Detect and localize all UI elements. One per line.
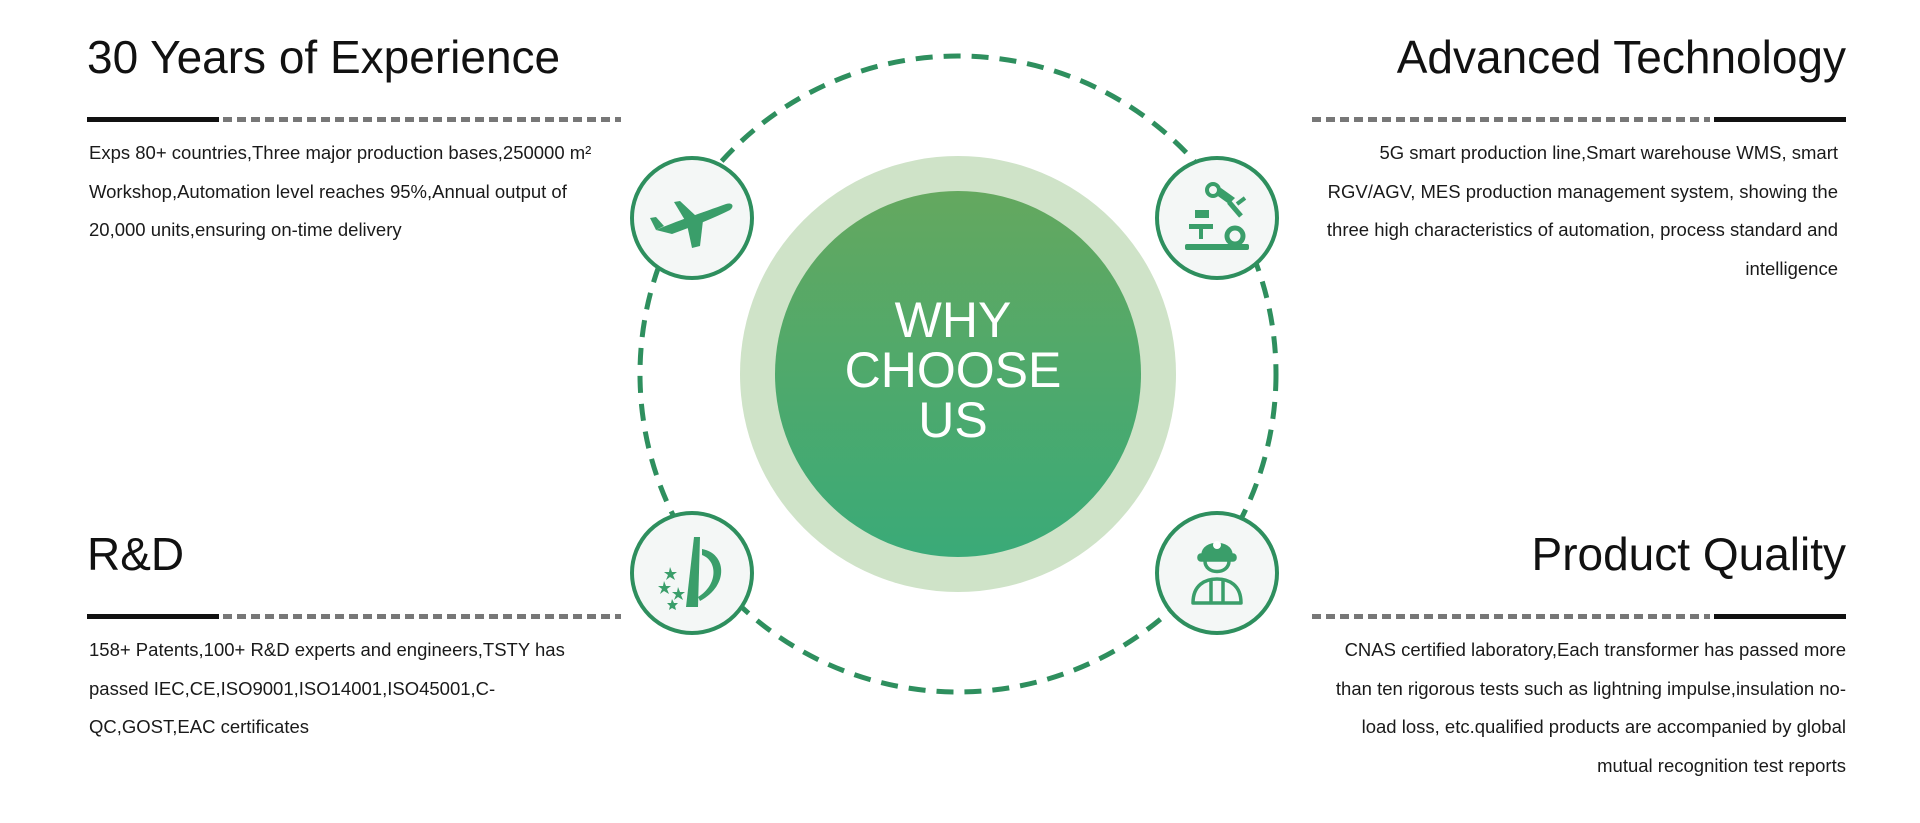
center-disc <box>775 191 1141 557</box>
experience-divider <box>87 117 621 122</box>
why-choose-us-heading: WHY CHOOSE US <box>808 295 1098 445</box>
rd-text: 158+ Patents,100+ R&D experts and engine… <box>89 639 565 737</box>
star-logo-badge <box>630 511 754 635</box>
why-line-2: CHOOSE <box>844 342 1062 398</box>
quality-divider <box>1312 614 1846 619</box>
star-logo-icon <box>658 537 722 610</box>
quality-section: Product Quality CNAS certified laborator… <box>1312 528 1846 785</box>
technology-title: Advanced Technology <box>1396 31 1846 83</box>
technology-divider <box>1312 117 1846 122</box>
rd-section: R&D 158+ Patents,100+ R&D experts and en… <box>87 528 621 747</box>
airplane-icon <box>650 201 733 248</box>
experience-title: 30 Years of Experience <box>87 31 561 83</box>
quality-title: Product Quality <box>1531 528 1846 580</box>
worker-icon <box>1191 541 1243 605</box>
dashed-orbit <box>637 53 1279 695</box>
why-line-1: WHY <box>894 292 1012 348</box>
worker-badge <box>1155 511 1279 635</box>
experience-section: 30 Years of Experience Exps 80+ countrie… <box>87 31 621 250</box>
robot-arm-badge <box>1155 156 1279 280</box>
airplane-badge <box>630 156 754 280</box>
rd-divider <box>87 614 621 619</box>
experience-text: Exps 80+ countries,Three major productio… <box>89 142 592 240</box>
why-line-3: US <box>918 392 988 448</box>
robot-arm-icon <box>1185 182 1249 250</box>
rd-title: R&D <box>87 528 185 580</box>
technology-text: 5G smart production line,Smart warehouse… <box>1326 142 1838 279</box>
technology-section: Advanced Technology 5G smart production … <box>1312 31 1846 288</box>
quality-text: CNAS certified laboratory,Each transform… <box>1335 639 1846 776</box>
